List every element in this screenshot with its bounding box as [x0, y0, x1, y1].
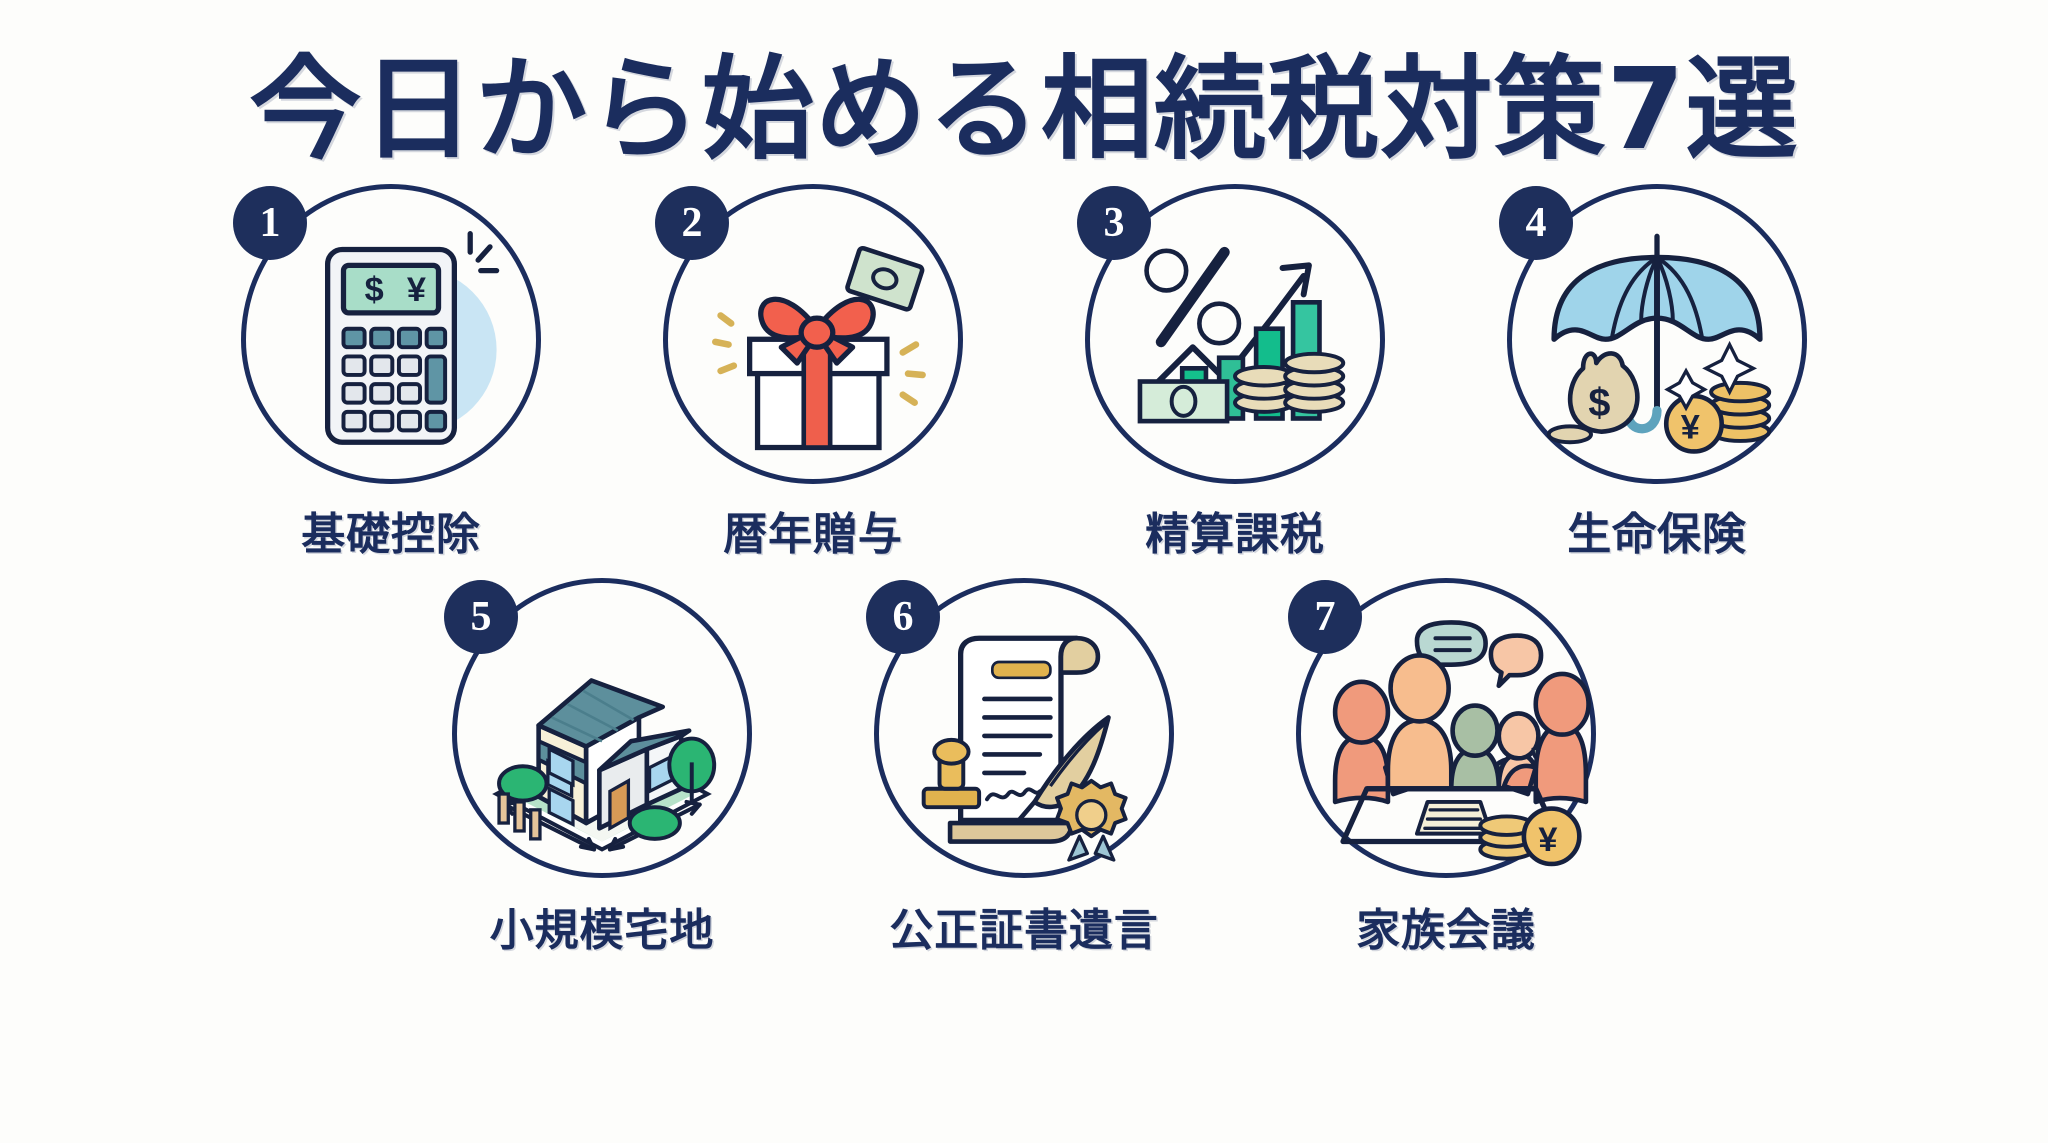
card-circle-4: 4 $ — [1499, 184, 1807, 484]
card-circle-5: 5 — [444, 578, 752, 878]
step-number-badge-2: 2 — [655, 186, 729, 260]
step-number-badge-6: 6 — [866, 580, 940, 654]
circle-outline — [1296, 578, 1596, 878]
circle-outline — [1507, 184, 1807, 484]
svg-text:¥: ¥ — [1538, 821, 1557, 859]
page-title: 今日から始める相続税対策7選 — [249, 45, 1799, 175]
card-circle-1: 1 $ ¥ — [233, 184, 541, 484]
circle-outline — [452, 578, 752, 878]
card-label-2: 暦年贈与 — [723, 509, 903, 560]
card-row-bottom: 5 — [0, 578, 2048, 958]
card-label-5: 小規模宅地 — [489, 905, 715, 956]
card-notarized-will[interactable]: 6 — [859, 578, 1189, 958]
step-number-badge-4: 4 — [1499, 186, 1573, 260]
card-basic-deduction[interactable]: 1 $ ¥ — [226, 184, 556, 562]
circle-outline — [241, 184, 541, 484]
card-settlement-tax[interactable]: 3 — [1070, 184, 1400, 562]
card-annual-gift[interactable]: 2 — [648, 184, 978, 562]
step-number-badge-1: 1 — [233, 186, 307, 260]
house-land-icon — [470, 596, 734, 860]
card-family-meeting[interactable]: 7 — [1281, 578, 1611, 958]
growth-chart-icon — [1103, 202, 1367, 466]
family-meeting-icon: ¥ — [1314, 596, 1591, 867]
step-number-badge-7: 7 — [1288, 580, 1362, 654]
card-circle-2: 2 — [655, 184, 963, 484]
card-label-4: 生命保険 — [1567, 509, 1747, 560]
calculator-icon: $ ¥ — [259, 202, 523, 466]
card-circle-7: 7 — [1288, 578, 1596, 878]
svg-text:¥: ¥ — [1681, 408, 1700, 446]
card-label-3: 精算課税 — [1145, 509, 1325, 560]
circle-outline — [1085, 184, 1385, 484]
svg-text:$: $ — [1588, 381, 1610, 425]
svg-text:¥: ¥ — [407, 271, 426, 309]
gift-box-icon — [681, 202, 945, 466]
card-circle-3: 3 — [1077, 184, 1385, 484]
circle-outline — [874, 578, 1174, 878]
card-row-top: 1 $ ¥ — [0, 184, 2048, 562]
circle-outline — [663, 184, 963, 484]
step-number-badge-5: 5 — [444, 580, 518, 654]
card-small-residential-land[interactable]: 5 — [437, 578, 767, 958]
card-label-6: 公正証書遺言 — [889, 905, 1159, 956]
card-circle-6: 6 — [866, 578, 1174, 878]
will-document-icon — [892, 596, 1156, 862]
card-life-insurance[interactable]: 4 $ — [1492, 184, 1822, 562]
step-number-badge-3: 3 — [1077, 186, 1151, 260]
card-label-7: 家族会議 — [1356, 905, 1536, 956]
svg-text:$: $ — [365, 271, 384, 309]
title-bar: 今日から始める相続税対策7選 — [0, 0, 2048, 170]
card-label-1: 基礎控除 — [301, 509, 481, 560]
umbrella-icon: $ ¥ — [1525, 202, 1789, 466]
